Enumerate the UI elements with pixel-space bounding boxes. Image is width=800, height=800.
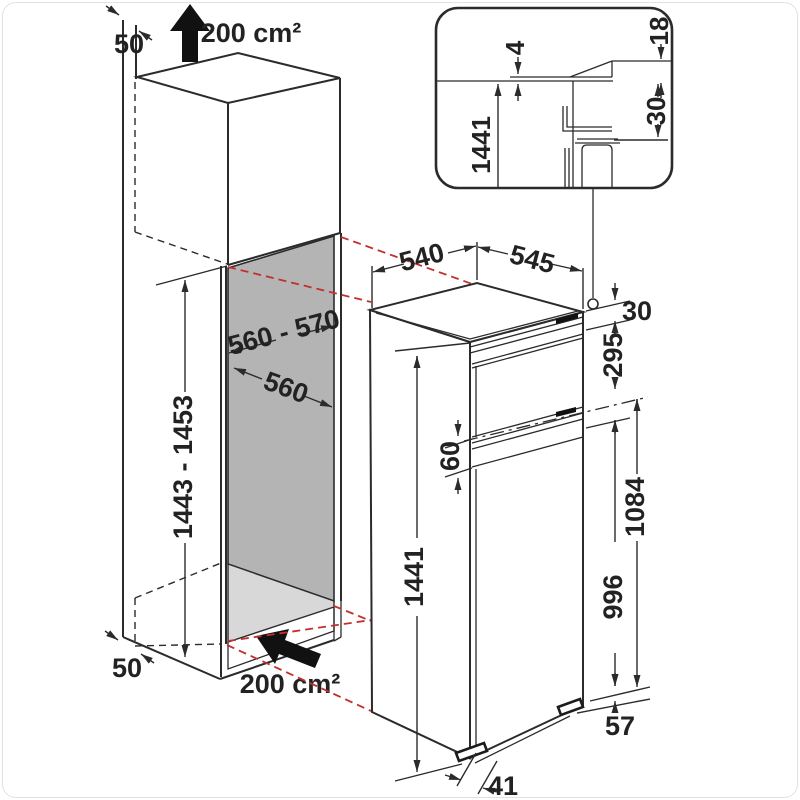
top-hinge-vent-detail <box>556 313 578 324</box>
fridge-top-face <box>366 281 587 344</box>
inset-height-label: 1441 <box>466 116 496 174</box>
airflow-in-arrow-icon <box>256 629 321 668</box>
inset-reference-point <box>587 298 599 310</box>
door-gap-label: 60 <box>435 441 465 471</box>
fridge-side-face <box>368 308 471 760</box>
cabinet-column <box>122 20 341 637</box>
fridge <box>366 281 649 764</box>
top-vent-area-label: 200 cm² <box>201 18 302 48</box>
niche-height-label: 1443 - 1453 <box>168 395 198 539</box>
niche-side-panel <box>227 234 335 603</box>
niche <box>220 233 342 677</box>
projection-lines <box>226 236 476 712</box>
top-vent: 200 cm² 50 <box>105 4 302 62</box>
inset-door-top-gap-label: 4 <box>500 40 530 55</box>
detail-inset: 4 18 30 1441 <box>434 6 674 310</box>
mid-hinge-detail <box>556 407 576 417</box>
hinge-to-base-label: 1084 <box>620 477 650 537</box>
top-clearance-label: 50 <box>114 29 144 59</box>
base-recess-depth-label: 41 <box>488 771 518 800</box>
appliance-height-label: 1441 <box>399 547 429 607</box>
base-recess-height-label: 57 <box>605 711 635 741</box>
top-vent-height-label: 30 <box>622 296 652 326</box>
fridge-foot-front <box>454 741 489 763</box>
airflow-up-arrow-icon <box>170 4 210 62</box>
fridge-front-face <box>469 310 584 760</box>
bottom-clearance-label: 50 <box>112 653 142 683</box>
inset-rear-clearance-label: 30 <box>641 97 671 126</box>
appliance-width-label: 545 <box>507 239 558 279</box>
freezer-section-label: 295 <box>598 332 628 377</box>
fridge-dimensions: 540 545 30 295 996 57 <box>371 237 652 800</box>
inset-worktop-edge-label: 18 <box>644 17 674 46</box>
fridge-foot-right <box>556 697 585 717</box>
hinge-axis-line <box>463 396 649 442</box>
lower-door-height-label: 996 <box>598 574 628 619</box>
cabinet-top-face <box>133 51 341 105</box>
